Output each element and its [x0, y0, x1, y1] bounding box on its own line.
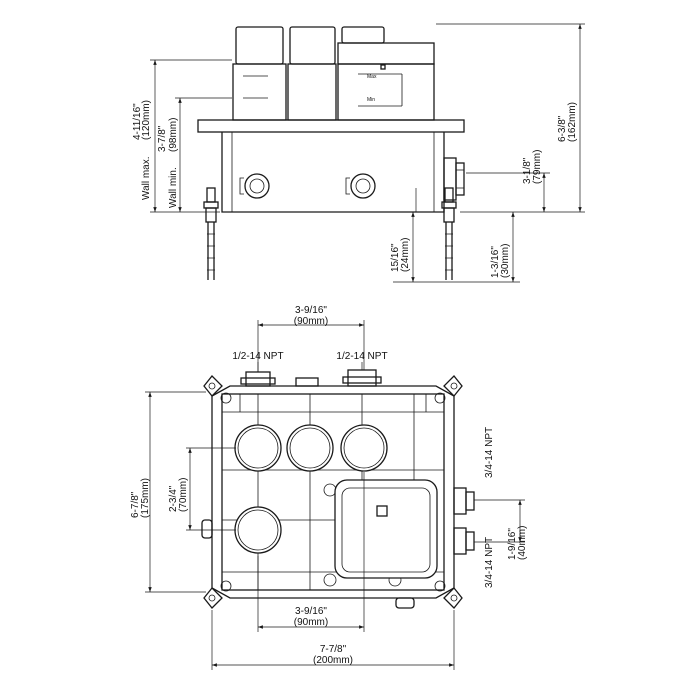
- side-spacing-mm: (40mm): [517, 526, 528, 560]
- overall-height-inch: 6-3/8": [557, 115, 568, 142]
- width-inch: 7-7/8": [320, 644, 347, 655]
- port-spacing-mm: (70mm): [178, 478, 189, 512]
- depth-inch: 6-7/8": [130, 491, 141, 518]
- wall-max-mm: (120mm): [141, 100, 152, 140]
- top-spacing-inch: 3-9/16": [295, 305, 327, 316]
- port-bores: [220, 392, 446, 592]
- side-outlets: [453, 487, 475, 555]
- lower-b-mm: (30mm): [500, 244, 511, 278]
- middle-cartridge: [287, 26, 337, 121]
- valve-housing: [221, 132, 465, 213]
- npt-left-label: 1/2-14 NPT: [232, 351, 283, 362]
- wall-max-inch: 4-11/16": [132, 103, 143, 140]
- right-mounting-leg: [441, 187, 457, 280]
- left-cartridge: [232, 26, 287, 121]
- top-spacing-mm: (90mm): [294, 316, 328, 327]
- right-cartridge: Max Min: [337, 26, 435, 121]
- depth-mm: (175mm): [140, 478, 151, 518]
- wall-max-label: Wall max.: [141, 156, 152, 200]
- width-mm: (200mm): [313, 655, 353, 666]
- knob-min-label: Min: [367, 97, 375, 103]
- bottom-spacing-inch: 3-9/16": [295, 606, 327, 617]
- wall-min-mm: (98mm): [168, 118, 179, 152]
- npt-side-lower-label: 3/4-14 NPT: [484, 537, 495, 588]
- knob-max-label: Max: [367, 74, 377, 80]
- npt-side-upper-label: 3/4-14 NPT: [484, 427, 495, 478]
- side-spacing-inch: 1-9/16": [507, 528, 518, 560]
- overall-height-mm: (162mm): [567, 102, 578, 142]
- bottom-spacing-mm: (90mm): [294, 617, 328, 628]
- top-plan-view: 3-9/16" (90mm) 1/2-14 NPT 1/2-14 NPT 6-7…: [130, 305, 528, 670]
- lower-a-mm: (24mm): [400, 238, 411, 272]
- top-inlets: [240, 369, 382, 387]
- lower-a-inch: 15/16": [390, 243, 401, 272]
- body-height-mm: (79mm): [532, 150, 543, 184]
- mounting-plate: [197, 119, 465, 133]
- wall-min-label: Wall min.: [168, 167, 179, 208]
- side-elevation-view: Max Min: [132, 23, 585, 283]
- left-mounting-leg: [203, 187, 219, 280]
- body-height-inch: 3-1/8": [522, 157, 533, 184]
- lower-b-inch: 1-3/16": [490, 246, 501, 278]
- diverter-housing: [334, 479, 438, 579]
- port-spacing-inch: 2-3/4": [168, 485, 179, 512]
- npt-right-label: 1/2-14 NPT: [336, 351, 387, 362]
- wall-min-inch: 3-7/8": [157, 125, 168, 152]
